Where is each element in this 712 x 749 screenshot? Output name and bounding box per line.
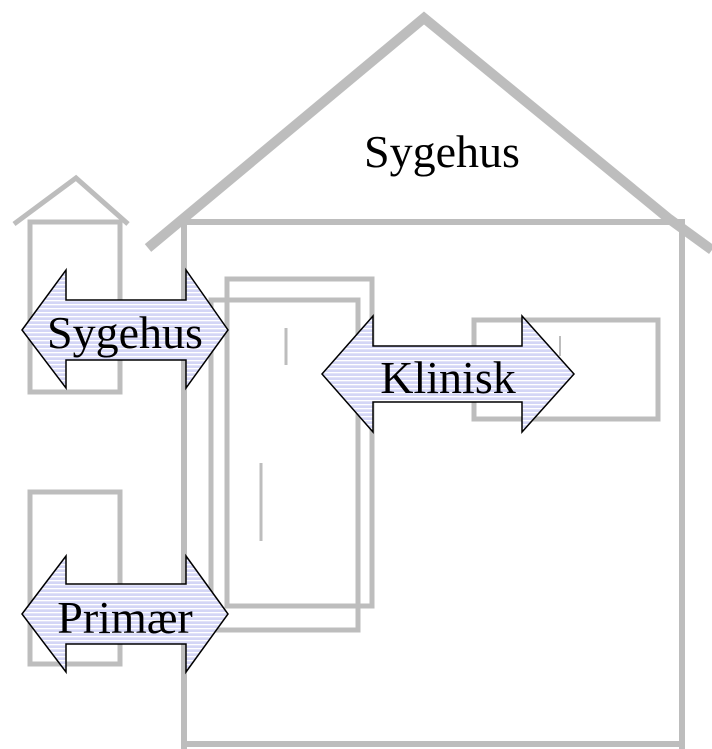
arrow-klinisk: Klinisk bbox=[321, 314, 576, 434]
arrow-klinisk-shape bbox=[321, 314, 576, 434]
small-tower-roof bbox=[12, 174, 130, 227]
main-house-walls bbox=[181, 219, 685, 749]
doors bbox=[208, 276, 375, 633]
small-lower-building bbox=[27, 489, 123, 667]
arrow-sygehus-label: Sygehus bbox=[47, 307, 203, 358]
house-label: Sygehus bbox=[364, 126, 520, 177]
main-house bbox=[144, 11, 712, 749]
arrow-klinisk-label: Klinisk bbox=[380, 352, 515, 403]
back-door bbox=[224, 276, 375, 609]
arrow-primaer: Primær bbox=[21, 553, 229, 675]
arrow-sygehus: Sygehus bbox=[21, 267, 229, 391]
main-house-roof bbox=[144, 11, 712, 255]
arrow-primaer-label: Primær bbox=[57, 592, 192, 643]
arrow-primaer-shape bbox=[21, 553, 229, 675]
front-door bbox=[208, 297, 361, 633]
arrow-sygehus-shape bbox=[21, 267, 229, 391]
